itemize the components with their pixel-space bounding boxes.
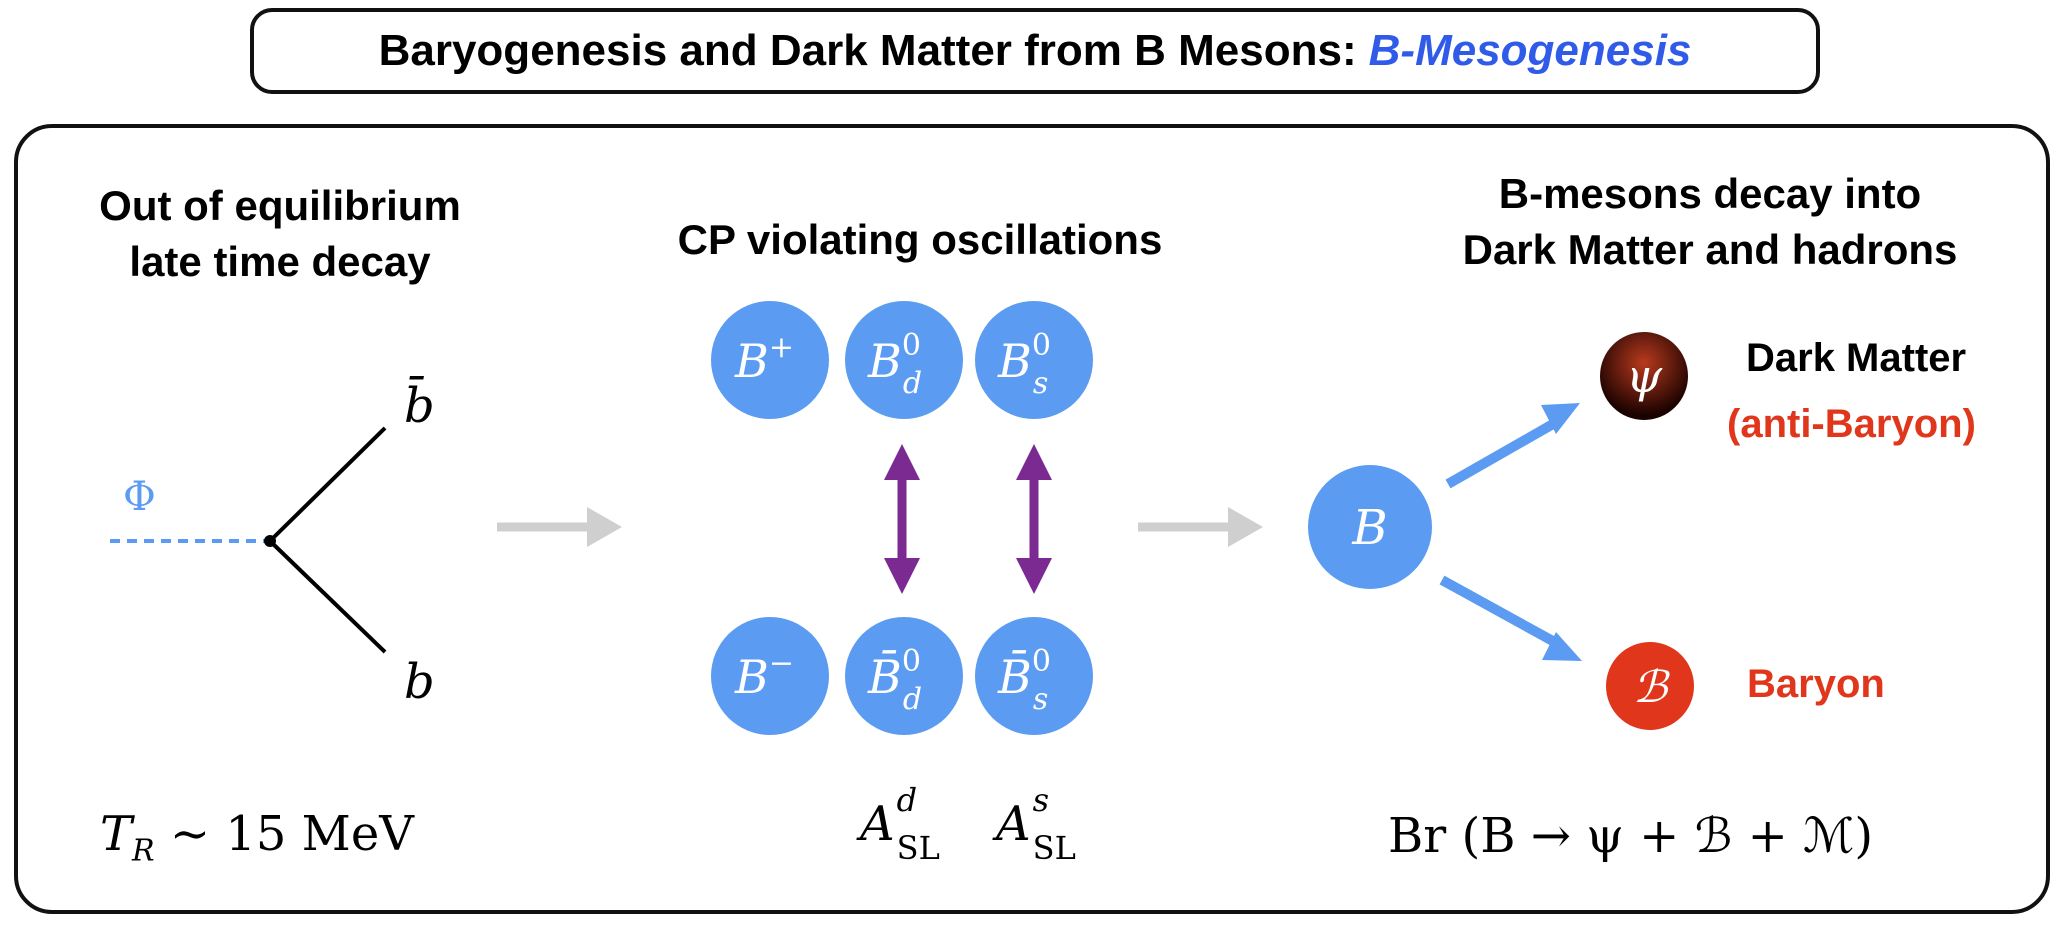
baryon-circle <box>1606 642 1694 730</box>
b-meson-circle <box>1308 465 1432 589</box>
decay-arrow-down <box>1439 575 1582 661</box>
meson-bd0bar <box>845 617 963 735</box>
dark-matter-label: Dark Matter <box>1746 336 1967 380</box>
title-accent: B-Mesogenesis <box>1368 26 1692 75</box>
title-box: Baryogenesis and Dark Matter from B Meso… <box>250 8 1820 94</box>
meson-bminus <box>711 617 829 735</box>
connector-arrow-left <box>497 507 622 547</box>
main-panel <box>14 124 2050 914</box>
decay-arrow-up <box>1445 403 1580 489</box>
baryon-label: Baryon <box>1747 662 1885 706</box>
branching-ratio-formula: Br (B → ψ + ℬ + ℳ) <box>1388 808 1874 864</box>
psi-circle <box>1600 332 1688 420</box>
left-heading-line2: late time decay <box>129 238 431 285</box>
b-line <box>268 539 387 654</box>
right-heading-line2: Dark Matter and hadrons <box>1462 226 1958 273</box>
left-heading: Out of equilibrium late time decay <box>60 178 500 290</box>
meson-bd0 <box>845 301 963 419</box>
temperature-formula: TR ∼ 15 MeV <box>100 806 414 869</box>
anti-baryon-label: (anti-Baryon) <box>1727 402 1976 446</box>
oscillation-arrow-d <box>884 444 920 594</box>
middle-heading: CP violating oscillations <box>677 216 1163 263</box>
right-heading: B-mesons decay into Dark Matter and hadr… <box>1380 166 2040 278</box>
title-main: Baryogenesis and Dark Matter from B Meso… <box>378 26 1357 75</box>
psi-label: ψ <box>1626 349 1663 403</box>
bbar-line <box>268 426 387 543</box>
meson-bs0bar <box>975 617 1093 735</box>
right-heading-line1: B-mesons decay into <box>1498 170 1922 217</box>
meson-bplus-label: B+ <box>734 330 794 388</box>
oscillation-arrow-s <box>1016 444 1052 594</box>
phi-label: Φ <box>123 474 156 520</box>
left-heading-line1: Out of equilibrium <box>99 182 461 229</box>
b-label: b <box>404 654 435 710</box>
connector-arrow-right <box>1138 507 1263 547</box>
meson-bs0 <box>975 301 1093 419</box>
b-meson-label: B <box>1351 500 1387 556</box>
meson-bminus-label: B− <box>734 646 794 704</box>
vertex-dot <box>264 535 276 547</box>
baryon-symbol: ℬ <box>1633 662 1671 713</box>
meson-bplus <box>711 301 829 419</box>
bbar-label: b̄ <box>404 375 435 434</box>
